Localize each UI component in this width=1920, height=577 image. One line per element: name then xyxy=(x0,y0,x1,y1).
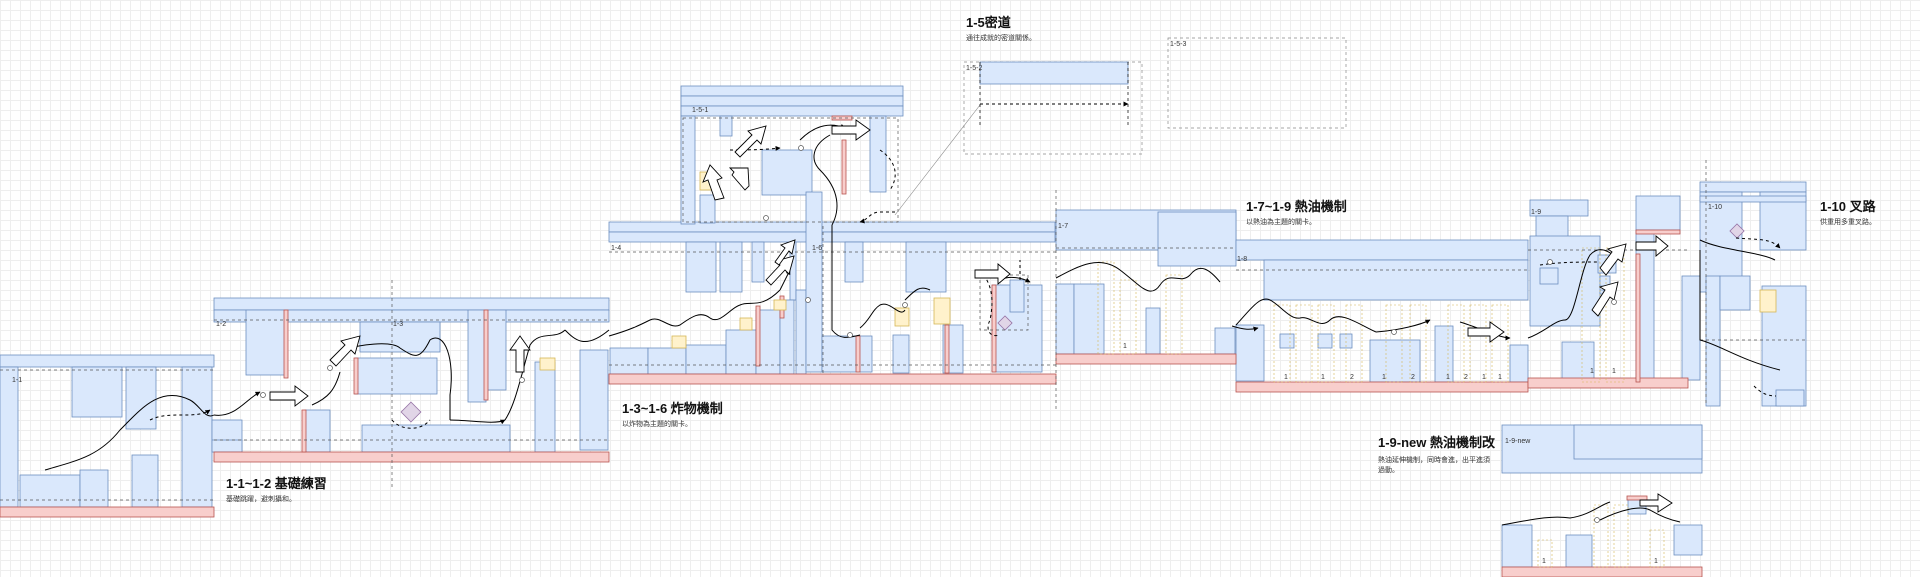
arrows-right xyxy=(1467,235,1669,343)
area-tag-1-5-1: 1-5-1 xyxy=(692,107,709,114)
oil-count: 2 xyxy=(1464,374,1468,381)
hazards-left xyxy=(0,309,610,518)
area-tag-1-5-3: 1-5-3 xyxy=(1170,41,1187,48)
gem-1-3 xyxy=(400,401,422,423)
section-desc-1-3: 以炸物為主題的關卡。 xyxy=(622,421,692,428)
dashed-boundaries-left xyxy=(0,280,609,501)
oil-count: 1 xyxy=(1446,374,1450,381)
area-tag-1-2: 1-2 xyxy=(216,321,227,328)
items-middle xyxy=(671,171,951,349)
oil-count: 1 xyxy=(1382,374,1386,381)
path-right xyxy=(1055,237,1781,397)
area-tag-1-5-2: 1-5-2 xyxy=(966,65,983,72)
oil-count: 2 xyxy=(1411,374,1415,381)
oil-count: 1 xyxy=(1590,368,1594,375)
oil-count: 1 xyxy=(1612,368,1616,375)
area-1-1-1-3 xyxy=(0,297,610,508)
gem-1-10 xyxy=(1729,223,1745,239)
section-desc-1-9-new: 熱油延伸機制，同時會進，出平進須過動。 xyxy=(1378,457,1490,474)
section-desc-1-5: 通往成就的密道關係。 xyxy=(966,35,1036,42)
oil-count: 1 xyxy=(1321,374,1325,381)
area-tag-1-8: 1-8 xyxy=(1237,256,1248,263)
area-tag-1-7: 1-7 xyxy=(1058,223,1069,230)
area-1-4-1-6 xyxy=(608,85,1056,375)
oil-count: 1 xyxy=(1284,374,1288,381)
area-tag-1-1: 1-1 xyxy=(12,377,23,384)
oil-count: 1 xyxy=(1123,343,1127,350)
coins-right xyxy=(1391,259,1617,335)
dashed-boundaries-right xyxy=(1055,160,1806,410)
section-title-1-3: 1-3~1-6 炸物機制 xyxy=(622,401,723,416)
section-title-1-7: 1-7~1-9 熱油機制 xyxy=(1246,199,1347,214)
path-left xyxy=(44,329,610,471)
arrows-middle xyxy=(702,119,1011,286)
section-title-1-9-new: 1-9-new 熱油機制改 xyxy=(1378,435,1496,450)
path-middle xyxy=(608,104,1031,338)
coins-middle xyxy=(763,145,908,338)
oil-columns xyxy=(1097,247,1625,383)
section-desc-1-1: 基礎跳躍，避刺攝和。 xyxy=(226,496,296,503)
section-title-1-5: 1-5密道 xyxy=(966,15,1011,30)
area-tag-1-10: 1-10 xyxy=(1708,204,1723,211)
area-tag-1-9: 1-9 xyxy=(1531,209,1542,216)
gem-1-6 xyxy=(997,315,1013,331)
area-tag-1-9-new: 1-9-new xyxy=(1505,438,1531,445)
area-tag-1-6: 1-6 xyxy=(812,245,823,252)
items-right xyxy=(1759,289,1777,313)
section-desc-1-7: 以熱油為主題的關卡。 xyxy=(1246,219,1316,226)
area-tag-1-4: 1-4 xyxy=(611,245,622,252)
section-title-1-1: 1-1~1-2 基礎練習 xyxy=(226,476,327,491)
section-title-1-10: 1-10 叉路 xyxy=(1820,199,1876,214)
oil-count: 1 xyxy=(1654,558,1658,565)
section-desc-1-10: 供重用多重叉路。 xyxy=(1820,219,1876,226)
item-block xyxy=(539,357,556,371)
oil-count: 2 xyxy=(1350,374,1354,381)
area-1-5-secret xyxy=(963,37,1347,155)
coins-left xyxy=(260,365,525,398)
oil-count: 1 xyxy=(1482,374,1486,381)
oil-count: 1 xyxy=(1498,374,1502,381)
arrows-left xyxy=(269,335,531,407)
area-1-7-1-8 xyxy=(1055,181,1807,407)
area-tag-1-3: 1-3 xyxy=(393,321,404,328)
area-1-9-new xyxy=(1501,424,1703,577)
oil-count: 1 xyxy=(1542,558,1546,565)
